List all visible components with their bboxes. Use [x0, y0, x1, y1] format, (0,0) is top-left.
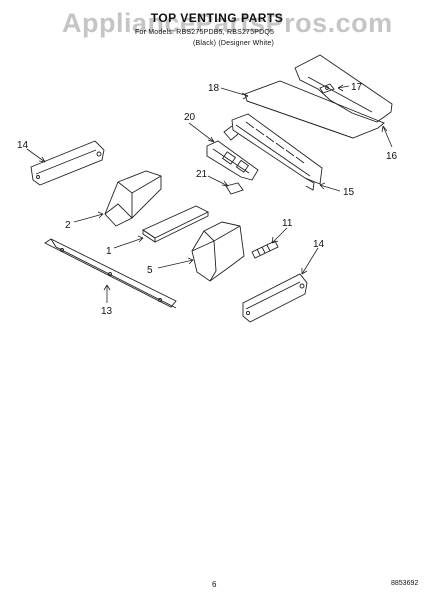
callout-5: 5 — [147, 265, 153, 276]
page-number: 6 — [212, 580, 217, 589]
part-20-vent-bracket[interactable] — [223, 113, 323, 191]
callout-13: 13 — [101, 306, 113, 317]
watermark: AppliancePartsPros.com — [62, 8, 393, 38]
callout-1: 1 — [106, 246, 112, 257]
callout-2: 2 — [65, 220, 71, 231]
callout-17: 17 — [351, 82, 363, 93]
callout-20: 20 — [184, 112, 196, 123]
callout-14-right: 14 — [313, 239, 325, 250]
part-11-connector[interactable] — [251, 240, 279, 259]
callout-labels: 18 17 16 20 14 21 15 2 11 1 5 14 13 — [17, 82, 398, 317]
callout-11: 11 — [282, 218, 293, 229]
callout-15: 15 — [343, 187, 355, 198]
callout-16: 16 — [386, 151, 398, 162]
document-code: 8853692 — [391, 580, 419, 587]
part-14-right-bracket[interactable] — [242, 273, 308, 323]
page-title: TOP VENTING PARTS — [150, 11, 284, 25]
callout-21: 21 — [196, 169, 208, 180]
part-17-screw[interactable] — [319, 83, 335, 94]
part-13-rail[interactable] — [44, 238, 177, 309]
part-21-switch-assembly[interactable] — [206, 140, 259, 181]
callout-14-left: 14 — [17, 140, 29, 151]
part-1-channel[interactable] — [142, 205, 210, 243]
leader-lines — [26, 84, 393, 303]
part-5-duct-bracket[interactable] — [191, 221, 245, 282]
color-options: (Black) (Designer White) — [193, 40, 275, 47]
callout-18: 18 — [208, 83, 220, 94]
part-16-vent-cover[interactable] — [294, 54, 393, 123]
model-numbers: For Models: RBS275PDB5, RBS275PDQ5 — [135, 29, 275, 36]
part-18-panel[interactable] — [244, 80, 385, 139]
part-14-left-bracket[interactable] — [30, 140, 105, 186]
part-2-duct[interactable] — [104, 170, 162, 227]
part-21-connector[interactable] — [225, 182, 244, 195]
